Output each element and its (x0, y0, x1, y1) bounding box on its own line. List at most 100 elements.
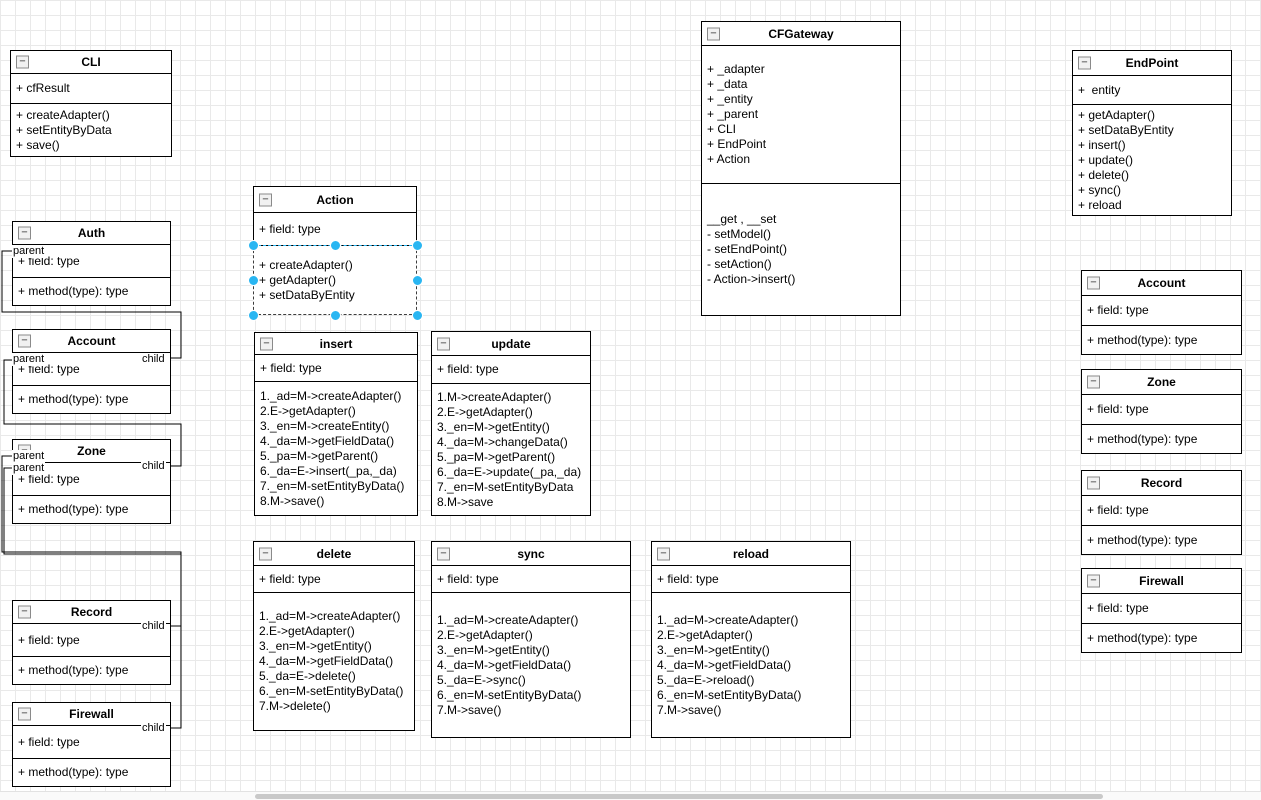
account-right-title-bar[interactable]: −Account (1081, 270, 1242, 295)
class-box-zone-right[interactable]: −Zone+ field: type+ method(type): type (1081, 369, 1242, 454)
cfgateway-title-bar[interactable]: −CFGateway (701, 21, 901, 45)
sync-title-bar[interactable]: −sync (431, 541, 631, 565)
selection-handle[interactable] (411, 309, 423, 321)
collapse-icon[interactable]: − (1087, 375, 1100, 389)
reload-methods-compartment[interactable]: 1._ad=M->createAdapter()2.E->getAdapter(… (651, 592, 851, 738)
account-left-methods-compartment[interactable]: + method(type): type (12, 385, 171, 414)
edge-label-child[interactable]: child (141, 620, 166, 633)
endpoint-methods-compartment[interactable]: + getAdapter()+ setDataByEntity+ insert(… (1072, 104, 1232, 216)
class-box-firewall-left[interactable]: −Firewall+ field: type+ method(type): ty… (12, 702, 171, 787)
collapse-icon[interactable]: − (1078, 56, 1091, 70)
delete-title-bar[interactable]: −delete (253, 541, 415, 565)
selection-handle[interactable] (329, 309, 341, 321)
sync-fields-compartment[interactable]: + field: type (431, 565, 631, 592)
collapse-icon[interactable]: − (259, 193, 272, 206)
collapse-icon[interactable]: − (18, 334, 31, 348)
cli-fields-compartment[interactable]: + cfResult (10, 73, 172, 103)
collapse-icon[interactable]: − (1087, 574, 1100, 588)
action-fields-compartment[interactable]: + field: type (253, 212, 417, 245)
update-fields-compartment[interactable]: + field: type (431, 355, 591, 383)
account-right-fields-compartment[interactable]: + field: type (1081, 295, 1242, 325)
selection-handle[interactable] (329, 239, 341, 251)
firewall-left-methods-compartment[interactable]: + method(type): type (12, 758, 171, 787)
collapse-icon[interactable]: − (18, 707, 31, 721)
delete-fields-compartment[interactable]: + field: type (253, 565, 415, 592)
account-right-methods-compartment[interactable]: + method(type): type (1081, 325, 1242, 355)
collapse-icon[interactable]: − (1087, 476, 1100, 490)
update-methods-compartment[interactable]: 1.M->createAdapter()2.E->getAdapter()3._… (431, 383, 591, 516)
class-box-cli[interactable]: −CLI+ cfResult+ createAdapter()+ setEnti… (10, 50, 172, 157)
zone-right-methods-compartment[interactable]: + method(type): type (1081, 424, 1242, 454)
reload-fields-compartment[interactable]: + field: type (651, 565, 851, 592)
selection-handle[interactable] (411, 239, 423, 251)
selection-handle[interactable] (247, 239, 259, 251)
firewall-right-title-bar[interactable]: −Firewall (1081, 568, 1242, 593)
record-right-title-bar[interactable]: −Record (1081, 470, 1242, 495)
class-box-account-right[interactable]: −Account+ field: type+ method(type): typ… (1081, 270, 1242, 355)
cfgateway-fields-compartment[interactable]: + _adapter+ _data+ _entity+ _parent+ CLI… (701, 45, 901, 183)
edge-label-parent[interactable]: parent (12, 462, 46, 475)
collapse-icon[interactable]: − (18, 605, 31, 619)
association-edge-auth-account[interactable] (1, 250, 182, 359)
record-right-methods-compartment[interactable]: + method(type): type (1081, 525, 1242, 555)
class-box-cfgateway[interactable]: −CFGateway+ _adapter+ _data+ _entity+ _p… (701, 21, 901, 316)
edge-label-child[interactable]: child (141, 722, 166, 735)
cli-methods-compartment[interactable]: + createAdapter()+ setEntityByData+ save… (10, 103, 172, 157)
edge-label-parent[interactable]: parent (12, 450, 46, 463)
insert-title-bar[interactable]: −insert (254, 332, 418, 354)
delete-methods-compartment[interactable]: 1._ad=M->createAdapter()2.E->getAdapter(… (253, 592, 415, 731)
record-left-fields-compartment[interactable]: + field: type (12, 623, 171, 656)
class-box-firewall-right[interactable]: −Firewall+ field: type+ method(type): ty… (1081, 568, 1242, 653)
edge-label-child[interactable]: child (141, 460, 166, 473)
class-box-record-right[interactable]: −Record+ field: type+ method(type): type (1081, 470, 1242, 555)
edge-label-parent[interactable]: parent (12, 353, 46, 366)
cfgateway-methods-compartment[interactable]: __get , __set- setModel()- setEndPoint()… (701, 183, 901, 316)
collapse-icon[interactable]: − (16, 55, 29, 69)
update-title-bar[interactable]: −update (431, 331, 591, 355)
account-left-fields-compartment[interactable]: + field: type (12, 352, 171, 385)
class-box-endpoint[interactable]: −EndPoint+ entity+ getAdapter()+ setData… (1072, 50, 1232, 216)
edge-label-child[interactable]: child (141, 353, 166, 366)
association-edge-account-zone[interactable] (3, 359, 182, 467)
record-left-methods-compartment[interactable]: + method(type): type (12, 656, 171, 685)
zone-left-fields-compartment[interactable]: + field: type (12, 462, 171, 495)
collapse-icon[interactable]: − (259, 547, 272, 560)
scrollbar-thumb[interactable] (255, 794, 1103, 799)
firewall-left-fields-compartment[interactable]: + field: type (12, 725, 171, 758)
sync-methods-compartment[interactable]: 1._ad=M->createAdapter()2.E->getAdapter(… (431, 592, 631, 738)
horizontal-scrollbar[interactable] (0, 791, 1261, 800)
zone-right-title-bar[interactable]: −Zone (1081, 369, 1242, 394)
insert-methods-compartment[interactable]: 1._ad=M->createAdapter()2.E->getAdapter(… (254, 381, 418, 516)
collapse-icon[interactable]: − (657, 547, 670, 560)
collapse-icon[interactable]: − (1087, 276, 1100, 290)
class-box-account-left[interactable]: −Account+ field: type+ method(type): typ… (12, 329, 171, 414)
cli-title-bar[interactable]: −CLI (10, 50, 172, 73)
collapse-icon[interactable]: − (437, 337, 450, 350)
record-right-fields-compartment[interactable]: + field: type (1081, 495, 1242, 525)
association-edge-zone-firewall[interactable] (3, 467, 182, 729)
firewall-left-title-bar[interactable]: −Firewall (12, 702, 171, 725)
selection-handle[interactable] (411, 274, 423, 286)
record-left-title-bar[interactable]: −Record (12, 600, 171, 623)
endpoint-fields-compartment[interactable]: + entity (1072, 75, 1232, 104)
action-methods-compartment[interactable]: + createAdapter()+ getAdapter()+ setData… (253, 245, 417, 315)
collapse-icon[interactable]: − (18, 226, 31, 240)
collapse-icon[interactable]: − (437, 547, 450, 560)
collapse-icon[interactable]: − (260, 337, 273, 350)
insert-fields-compartment[interactable]: + field: type (254, 354, 418, 381)
selection-handle[interactable] (247, 274, 259, 286)
reload-title-bar[interactable]: −reload (651, 541, 851, 565)
selection-handle[interactable] (247, 309, 259, 321)
edge-label-parent[interactable]: parent (12, 245, 46, 258)
auth-methods-compartment[interactable]: + method(type): type (12, 277, 171, 306)
zone-right-fields-compartment[interactable]: + field: type (1081, 394, 1242, 424)
association-edge-zone-record[interactable] (1, 455, 182, 627)
class-box-auth[interactable]: −Auth+ field: type+ method(type): type (12, 221, 171, 306)
class-box-record-left[interactable]: −Record+ field: type+ method(type): type (12, 600, 171, 685)
firewall-right-fields-compartment[interactable]: + field: type (1081, 593, 1242, 623)
